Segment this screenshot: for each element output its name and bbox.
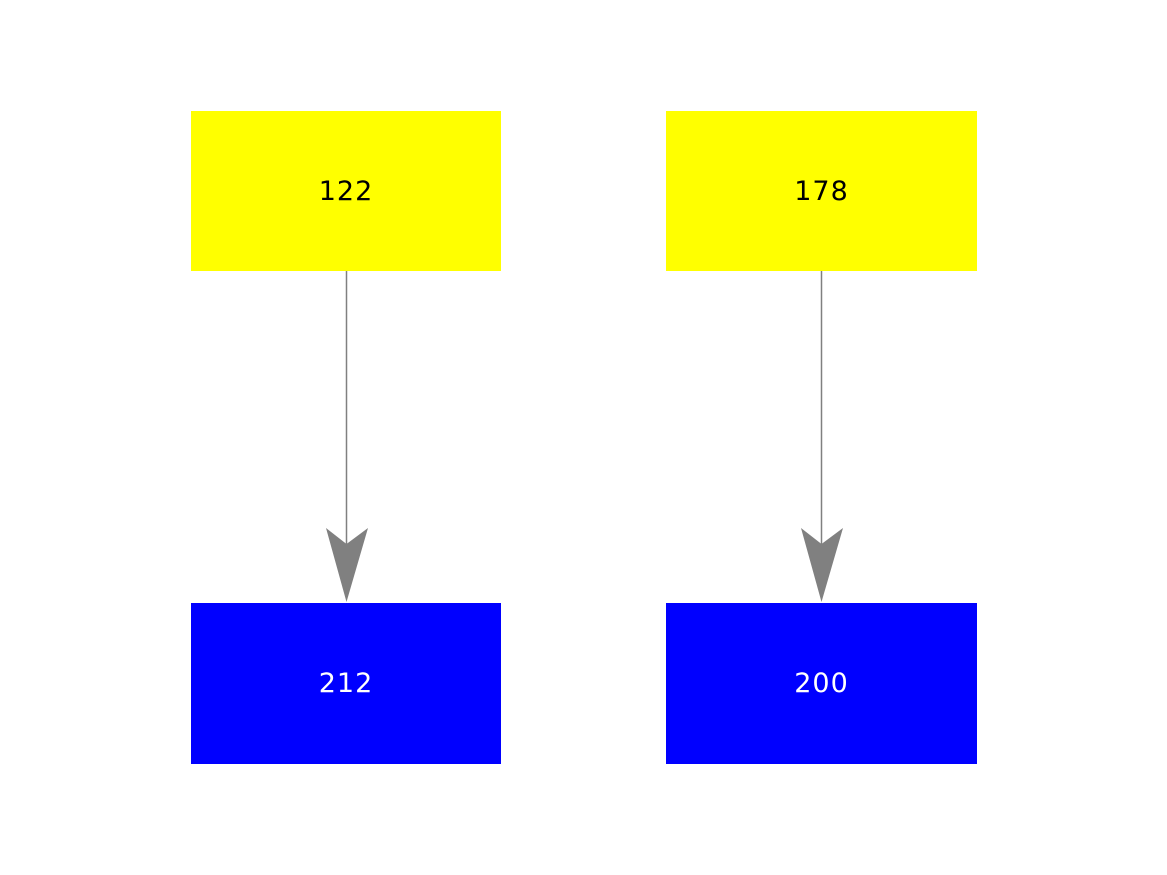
node-label: 122 — [318, 175, 374, 207]
diagram-node-yellow-left: 122 — [191, 111, 501, 271]
diagram-node-blue-left: 212 — [191, 603, 501, 764]
diagram-node-blue-right: 200 — [666, 603, 977, 764]
node-label: 200 — [794, 668, 849, 699]
arrow-down-icon — [801, 271, 843, 602]
diagram-node-yellow-right: 178 — [666, 111, 977, 271]
node-label: 178 — [794, 175, 849, 207]
node-label: 212 — [318, 668, 374, 699]
arrow-down-icon — [326, 271, 368, 602]
